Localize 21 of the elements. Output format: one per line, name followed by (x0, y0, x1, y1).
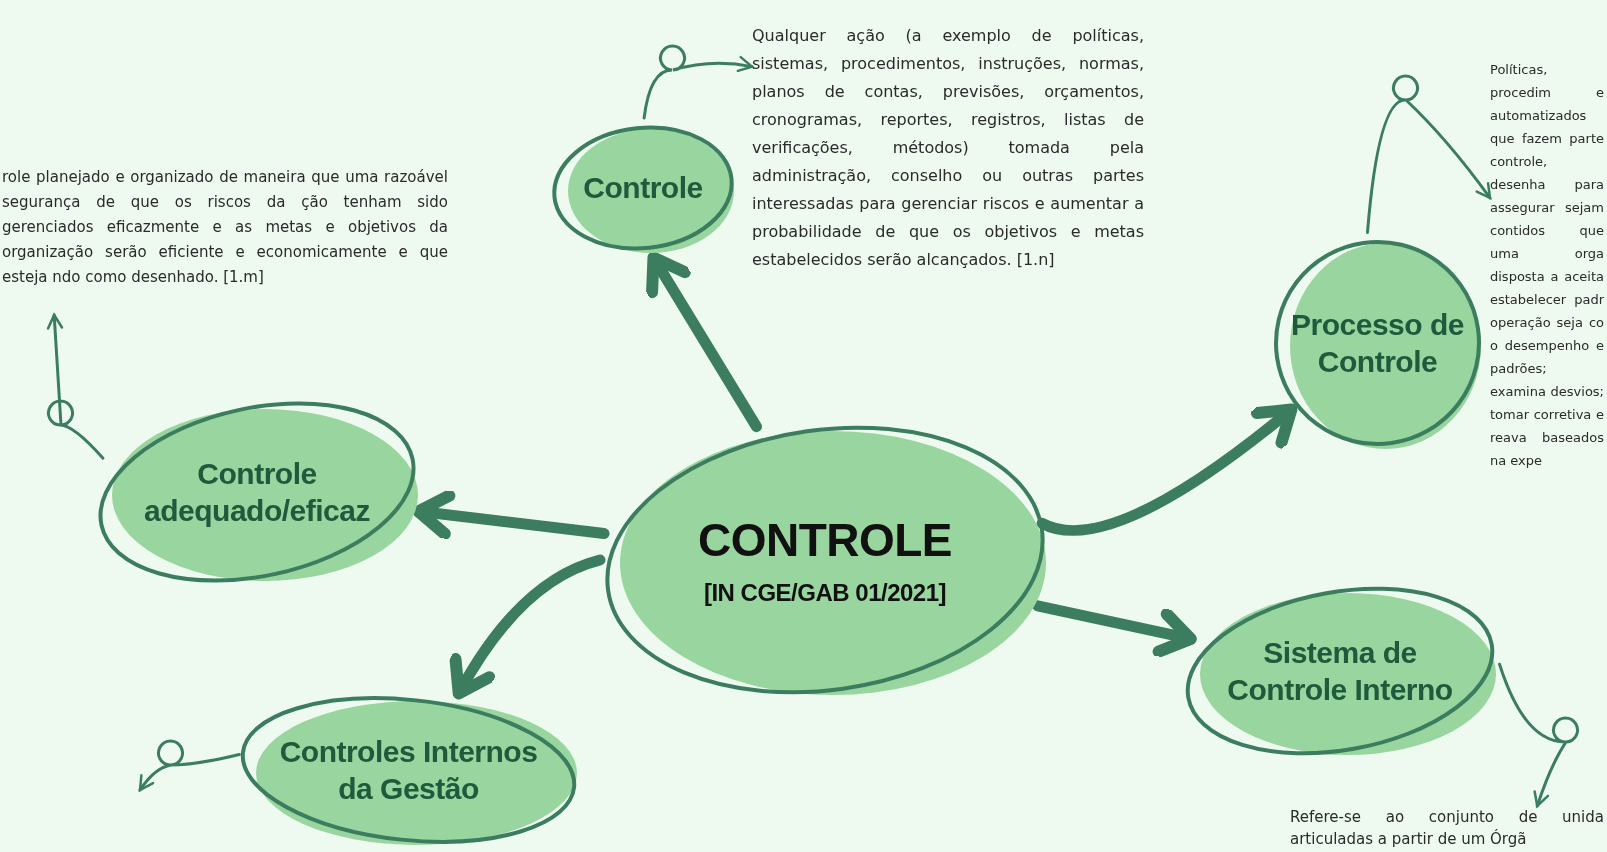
arrow (1366, 74, 1492, 234)
arrow (1498, 662, 1579, 808)
subtitle: [IN CGE/GAB 01/2021] (703, 577, 947, 608)
title: CONTROLE (697, 513, 953, 569)
description-text: Qualquer ação (a exemplo de políticas, sistemas, procedimentos, instruções, normas, planos de contas, previsões, orçamentos, cronogramas, reportes, registros, listas de verificações, métodos) tomada pela administração, conselho ou outras partes interessadas para gerenciar riscos e aumentar a probabilidade de que os objetivos e metas estabelecidos serão alcançados. [1.n] (752, 22, 1144, 274)
arrow (1032, 600, 1197, 658)
node-label: Controles Internos da Gestão (278, 733, 539, 807)
arrow (138, 739, 241, 792)
description-text: role planejado e organizado de maneira que uma razoável segurança de que os riscos da ção tenham sido gerenciados eficazmente e as metas e objetivos da organização serão eficiente e economicamente e que esteja ndo como desenhado. [1.m] (2, 165, 448, 290)
node-label: Controle (583, 170, 703, 207)
node-label: Sistema de Controle Interno (1226, 634, 1454, 708)
description-text: Refere-se ao conjunto de unida articuladas a partir de um Órgã (1290, 806, 1604, 850)
node-label: Controle adequado/eficaz (143, 455, 371, 529)
arrow (1036, 403, 1298, 536)
arrow (46, 313, 105, 460)
arrow (646, 251, 762, 433)
arrow (642, 44, 754, 120)
arrow (450, 554, 606, 700)
node-label: Processo de Controle (1290, 306, 1465, 380)
arrow (412, 489, 610, 540)
description-text: Políticas, procedim e automatizados que fazem parte controle, desenha para assegurar sejam contidos que uma orga disposta a aceita estabelecer padr operação seja co o desempenho e padrões; examina desvios; tomar corretiva e reava baseados na expe (1490, 58, 1604, 472)
